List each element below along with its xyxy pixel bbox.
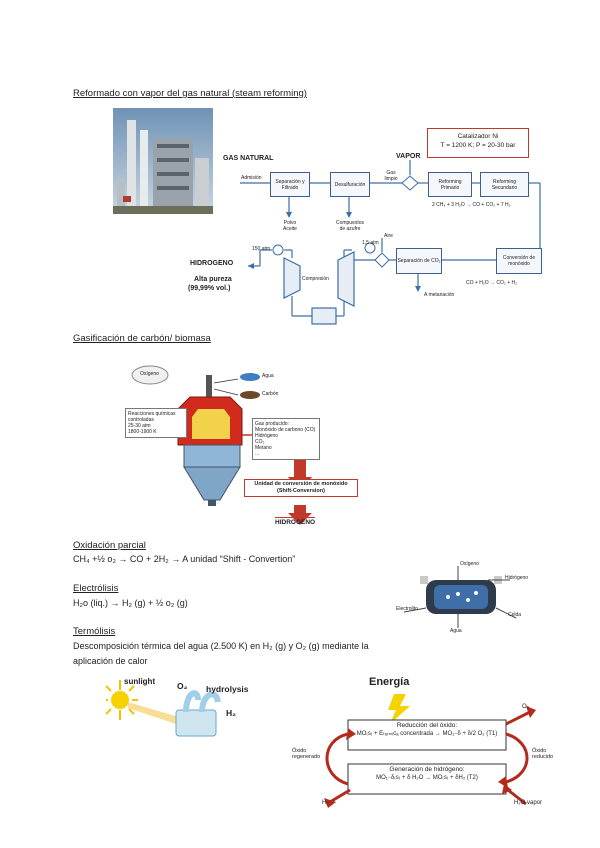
section-title-steam-reforming: Reformado con vapor del gas natural (ste…	[73, 88, 307, 99]
reduction-title: Reducción del óxido:	[396, 722, 458, 729]
condition-item: 25-30 atm	[128, 423, 151, 429]
label-oxigeno: Oxígeno	[140, 371, 159, 377]
label-h2o-vapor: H₂O vapor	[514, 800, 543, 806]
label-carbon: Carbón	[262, 391, 279, 397]
label-oxido-regenerado: Óxido regenerado	[292, 748, 321, 760]
catalyst-title: Catalizador Ni	[457, 133, 499, 140]
reduction-equation: MO₍s₎ + Eₜₑᵣₘᵢcₐ concentrada → MO₁₋δ + δ…	[356, 731, 498, 737]
label-agua: Agua	[262, 373, 274, 379]
label-hidrogeno: HIDROGENO	[190, 260, 234, 267]
condition-item: 1800-1900 K	[128, 429, 157, 435]
shift-conversion-title: Unidad de conversión de monóxido	[254, 481, 348, 487]
shift-conversion-box: Unidad de conversión de monóxido (Shift-…	[244, 479, 358, 497]
section-title-electrolisis: Electrólisis	[73, 583, 119, 594]
section-title-termolisis: Termólisis	[73, 626, 116, 637]
electrolyzer-label-electrolito: Electrolito	[396, 606, 418, 612]
shift-conversion-subtitle: (Shift-Conversion)	[277, 488, 325, 494]
box-desulfuracion: Desulfuración	[330, 172, 370, 197]
generation-equation: MO₁₋δ₍s₎ + δ H₂O → MO₍s₎ + δH₂ (T2)	[376, 775, 478, 781]
reaction-shift: CO + H₂O → CO₂ + H₂	[466, 280, 518, 286]
reduction-box: Reducción del óxido: MO₍s₎ + Eₜₑᵣₘᵢcₐ co…	[348, 721, 506, 739]
label-gas-limpio: Gas limpio	[384, 170, 398, 182]
gas-item: Monóxido de carbono (CO)	[255, 427, 316, 433]
label-pressure-1: 1,5 atm	[362, 240, 379, 246]
gas-item: CO₂	[255, 439, 265, 445]
label-hydrolysis: hydrolysis	[206, 684, 249, 694]
label-a-metanacion: A metanación	[424, 292, 455, 298]
electrolyzer-image	[398, 558, 526, 636]
electrolyzer-label-oxigeno: Oxígeno	[460, 561, 479, 567]
termolisis-text-line1: Descomposición térmica del agua (2.500 K…	[73, 641, 369, 651]
box-conversion-monoxido: Conversión de monóxido	[496, 248, 542, 274]
label-compresion: Compresión	[302, 276, 329, 282]
gas-item: Gas producido:	[255, 421, 289, 427]
label-o2-termolisis: O₂	[177, 681, 188, 691]
box-separacion-co2: Separación de CO₂	[396, 248, 442, 274]
section-title-oxidacion: Oxidación parcial	[73, 540, 146, 551]
gas-produced-list: Gas producido: Monóxido de carbono (CO) …	[252, 418, 320, 460]
label-hidrogeno-gasificacion: HIDROGENO	[275, 517, 316, 526]
section-title-gasificacion: Gasificación de carbón/ biomasa	[73, 333, 211, 344]
label-vapor: VAPOR	[396, 153, 421, 160]
thermochemical-cycle	[324, 694, 536, 808]
gas-item: ...	[255, 451, 260, 457]
reaction-reforming: 2 CH₄ + 3 H₂O → CO + CO₂ + 7 H₂	[432, 202, 511, 208]
gas-item: Hidrógeno	[255, 433, 279, 439]
sunlight-hydrolysis-image	[106, 672, 264, 746]
label-h2-cycle: H₂	[322, 800, 329, 806]
gas-item: Metano	[255, 445, 272, 451]
label-o2-cycle: O₂	[522, 704, 529, 710]
label-h2-termolisis: H₂	[226, 708, 236, 718]
generation-title: Generación de hidrógeno:	[389, 766, 465, 773]
label-admision: Admisión	[241, 175, 262, 181]
box-separacion: Separación y Filtrado	[270, 172, 310, 197]
label-polvo: Polvo Aceite	[283, 220, 297, 232]
label-oxido-reducido: Óxido reducido	[532, 748, 554, 760]
equation-electrolisis: H₂o (liq.) → H₂ (g) + ½ o₂ (g)	[73, 598, 188, 608]
electrolyzer-label-agua: Agua	[450, 628, 462, 634]
catalyst-box: Catalizador Ni T = 1200 K; P = 20-30 bar	[427, 128, 529, 158]
condition-item: Reacciones químicas controladas	[128, 411, 176, 423]
label-pressure-2: 150 atm	[252, 246, 271, 252]
equation-oxidacion: CH₄ +½ o₂ → CO + 2H₂ → A unidad “Shift -…	[73, 554, 296, 564]
label-alta-pureza: Alta pureza	[194, 276, 232, 283]
catalyst-conditions: T = 1200 K; P = 20-30 bar	[440, 142, 516, 149]
electrolyzer-label-hidrogeno: Hidrógeno	[505, 575, 529, 581]
box-reforming-primario: Reforming Primario	[428, 172, 472, 197]
box-reforming-secundario: Reforming Secundario	[480, 172, 529, 197]
label-aire: Aire	[384, 233, 393, 239]
label-pureza-valor: (99,99% vol.)	[188, 285, 231, 292]
reforming-flow-lines	[240, 160, 541, 325]
electrolyzer-label-celda: Celda	[508, 612, 522, 618]
label-energia: Energía	[369, 676, 410, 688]
conditions-list: Reacciones químicas controladas 25-30 at…	[125, 408, 187, 438]
termolisis-text-line2: aplicación de calor	[73, 656, 148, 666]
label-sunlight: sunlight	[124, 677, 156, 686]
generation-box: Generación de hidrógeno: MO₁₋δ₍s₎ + δ H₂…	[348, 765, 506, 783]
plant-photo	[113, 108, 213, 214]
label-compuestos: Compuestos de azufre	[335, 220, 365, 232]
label-gas-natural: GAS NATURAL	[223, 155, 274, 162]
